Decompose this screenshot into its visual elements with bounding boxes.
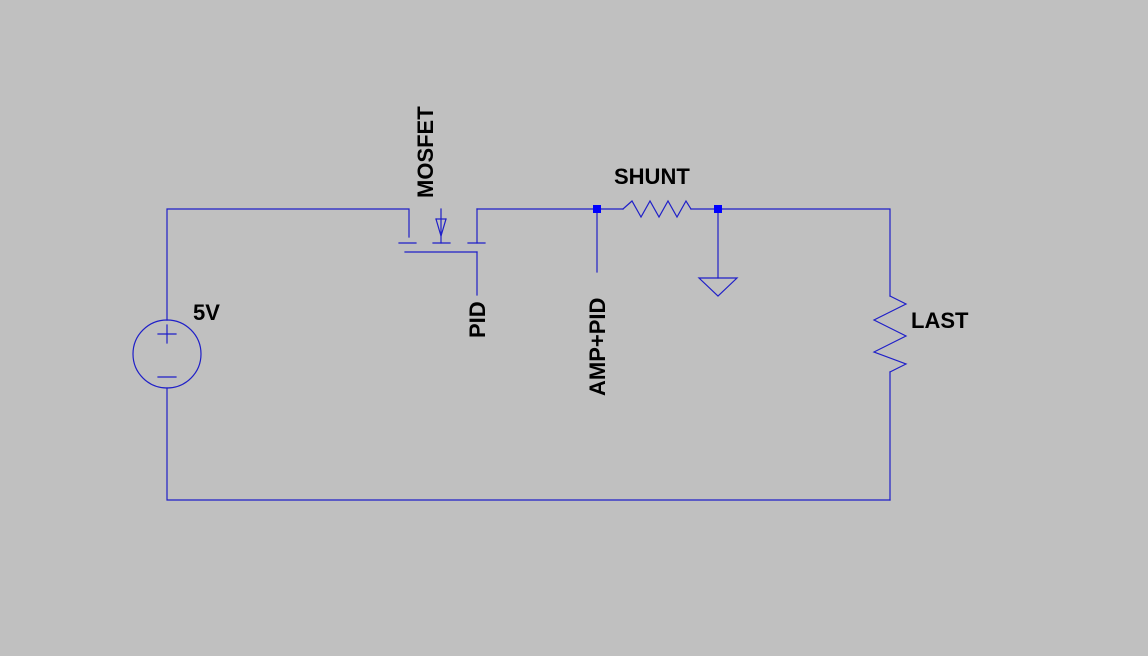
wire-top-left[interactable] bbox=[166, 208, 410, 321]
voltage-source-label: 5V bbox=[193, 300, 220, 325]
shunt-resistor-symbol[interactable] bbox=[622, 199, 692, 219]
load-resistor-symbol[interactable] bbox=[872, 295, 908, 373]
sense-net-label: AMP+PID bbox=[585, 298, 610, 396]
gate-net-label: PID bbox=[465, 301, 490, 338]
voltage-source-symbol[interactable] bbox=[132, 319, 202, 389]
wire-top-right[interactable] bbox=[717, 208, 891, 297]
junction-ground-node bbox=[714, 205, 722, 213]
mosfet-symbol[interactable] bbox=[398, 208, 486, 296]
shunt-label: SHUNT bbox=[614, 164, 690, 189]
load-label: LAST bbox=[911, 308, 969, 333]
circuit-wires bbox=[166, 208, 891, 501]
wire-bottom[interactable] bbox=[166, 387, 891, 501]
ground-icon bbox=[697, 277, 739, 297]
junction-sense-node bbox=[593, 205, 601, 213]
mosfet-label: MOSFET bbox=[413, 106, 438, 198]
